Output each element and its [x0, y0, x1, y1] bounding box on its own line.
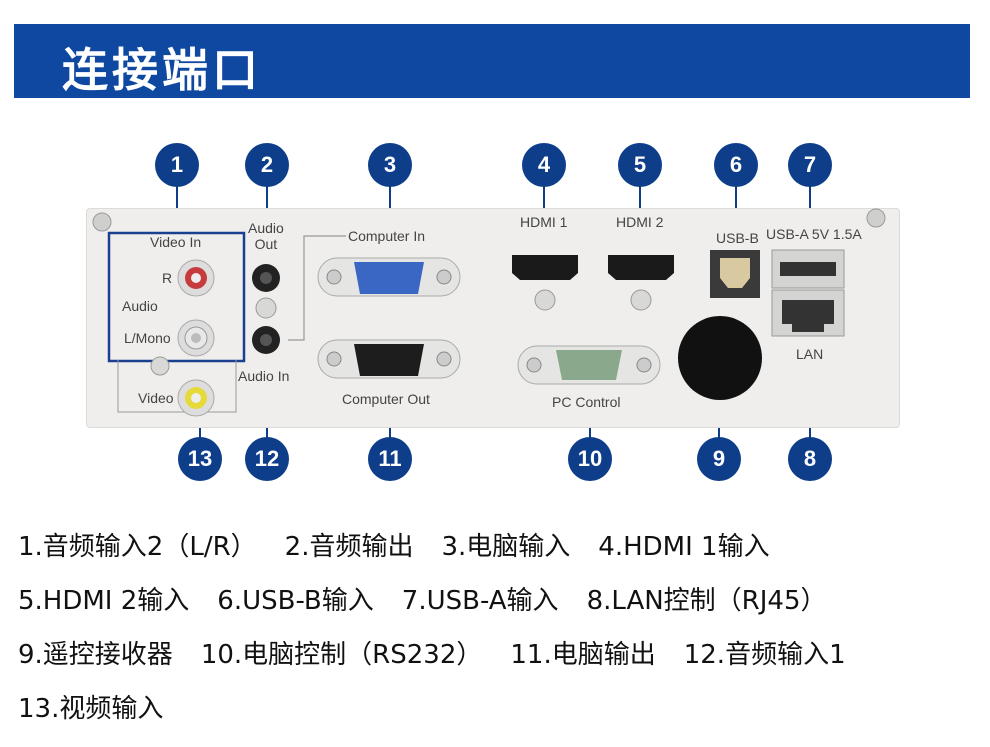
projector-back-panel: Video In R Audio L/Mono Video Audio Out … — [86, 208, 900, 428]
badge-12: 12 — [245, 437, 289, 481]
badge-9: 9 — [697, 437, 741, 481]
badge-11: 11 — [368, 437, 412, 481]
hdmi1-port — [512, 255, 578, 311]
screw-icon — [150, 356, 170, 376]
label-l-mono: L/Mono — [124, 330, 171, 346]
legend-item: 5.HDMI 2输入 — [18, 586, 190, 616]
label-video-in: Video In — [150, 234, 202, 250]
badge-1: 1 — [155, 143, 199, 187]
lan-port — [771, 289, 845, 337]
legend-row-3: 9.遥控接收器 10.电脑控制（RS232） 11.电脑输出 12.音频输入1 — [18, 634, 874, 671]
rca-jack-r — [177, 259, 215, 297]
hdmi2-port — [608, 255, 674, 311]
computer-in-port — [317, 257, 461, 297]
badge-10: 10 — [568, 437, 612, 481]
audio-out-jack — [252, 264, 280, 292]
badge-4: 4 — [522, 143, 566, 187]
label-audio: Audio — [122, 298, 158, 314]
legend-item: 2.音频输出 — [284, 532, 414, 562]
leader-line-5 — [639, 186, 641, 212]
pc-control-port — [517, 345, 661, 385]
rca-jack-l — [177, 319, 215, 357]
badge-2: 2 — [245, 143, 289, 187]
legend-item: 4.HDMI 1输入 — [598, 532, 770, 562]
badge-3: 3 — [368, 143, 412, 187]
video-in-highlight-box — [107, 231, 246, 363]
badge-7: 7 — [788, 143, 832, 187]
ir-receiver — [678, 316, 762, 400]
screw-icon — [92, 208, 886, 232]
badge-6: 6 — [714, 143, 758, 187]
label-video: Video — [138, 390, 174, 406]
label-hdmi1: HDMI 1 — [520, 214, 568, 230]
legend-item: 12.音频输入1 — [683, 640, 846, 670]
label-computer-out: Computer Out — [342, 391, 430, 407]
legend-item: 6.USB-B输入 — [217, 586, 374, 616]
page-title: 连接端口 — [62, 43, 262, 97]
leader-line-4 — [543, 186, 545, 212]
label-r: R — [162, 270, 173, 286]
legend-item: 11.电脑输出 — [510, 640, 656, 670]
rca-jack-video — [177, 379, 215, 417]
label-audio-in: Audio In — [238, 368, 290, 384]
legend-item: 7.USB-A输入 — [401, 586, 559, 616]
label-usb-b: USB-B — [716, 230, 759, 246]
leader-line-7 — [809, 186, 811, 222]
legend-row-4: 13.视频输入 — [18, 688, 191, 725]
label-usb-a: USB-A 5V 1.5A — [766, 226, 862, 242]
label-computer-in: Computer In — [348, 228, 426, 244]
usb-b-port — [710, 250, 760, 298]
legend-item: 10.电脑控制（RS232） — [200, 640, 483, 670]
legend-row-1: 1.音频输入2（L/R） 2.音频输出 3.电脑输入 4.HDMI 1输入 — [18, 526, 798, 563]
audio-in-jack — [252, 326, 280, 354]
legend-row-2: 5.HDMI 2输入 6.USB-B输入 7.USB-A输入 8.LAN控制（RJ45… — [18, 580, 855, 617]
computer-out-port — [317, 339, 461, 379]
legend-item: 1.音频输入2（L/R） — [18, 532, 257, 562]
label-hdmi2: HDMI 2 — [616, 214, 664, 230]
badge-5: 5 — [618, 143, 662, 187]
screw-icon — [255, 297, 277, 319]
header-bar: 连接端口 — [14, 24, 970, 98]
legend-item: 8.LAN控制（RJ45） — [586, 586, 827, 616]
badge-13: 13 — [178, 437, 222, 481]
leader-line-6 — [735, 186, 737, 226]
label-lan: LAN — [796, 346, 824, 362]
leader-line-2 — [266, 186, 268, 208]
label-pc-control: PC Control — [552, 394, 621, 410]
legend-item: 9.遥控接收器 — [18, 640, 173, 670]
panel-graphics — [92, 208, 886, 417]
legend-item: 13.视频输入 — [18, 694, 164, 724]
label-audio-out: Audio Out — [248, 220, 284, 252]
usb-a-port — [771, 249, 845, 289]
badge-8: 8 — [788, 437, 832, 481]
legend-item: 3.电脑输入 — [441, 532, 571, 562]
